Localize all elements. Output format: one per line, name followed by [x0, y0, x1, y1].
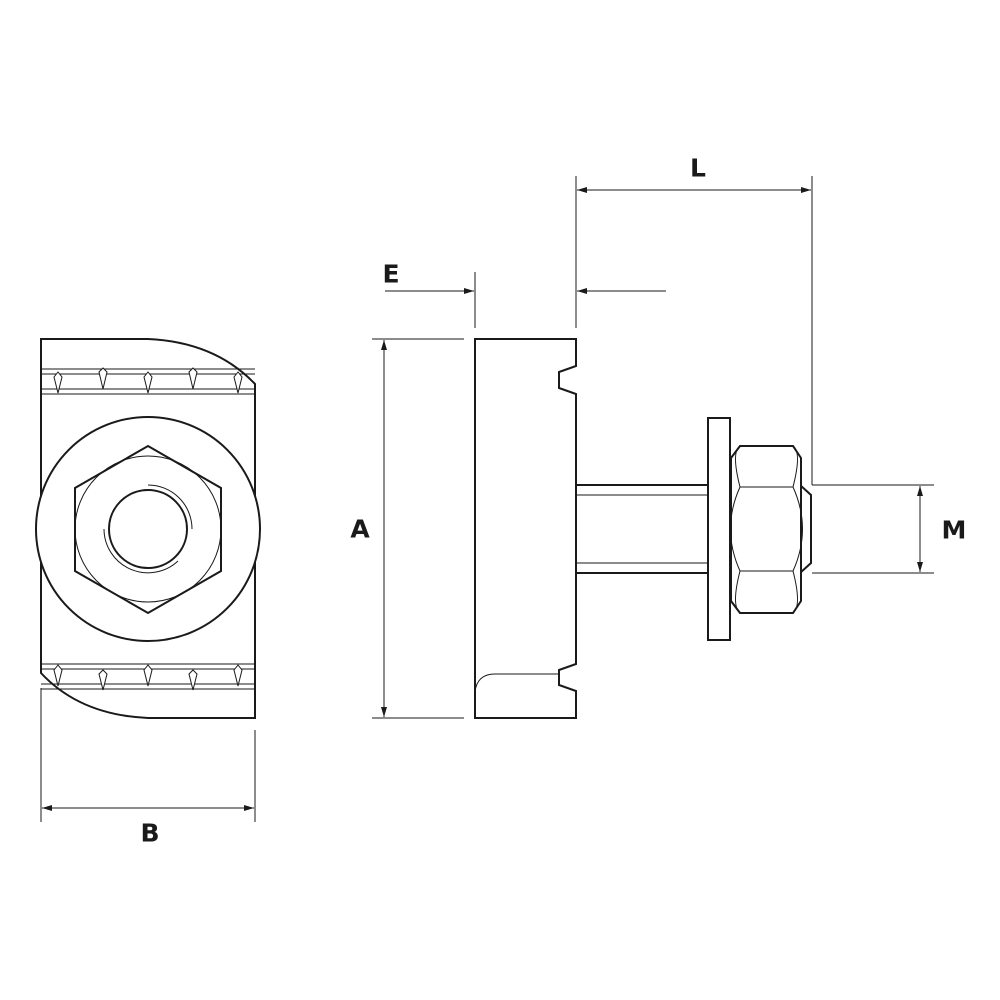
- dimension-M: M: [812, 484, 967, 574]
- hex-nut-profile: [730, 445, 802, 614]
- serration-tooth: [98, 669, 108, 691]
- dimension-label-B: B: [140, 819, 159, 848]
- side-body-edge: [474, 673, 559, 693]
- serration-tooth: [98, 367, 108, 390]
- serration-tooth: [188, 367, 198, 390]
- front-view: [35, 338, 261, 719]
- thread-arc: [103, 528, 179, 574]
- serration-tooth: [233, 371, 243, 394]
- bolt-end-circle: [108, 489, 188, 569]
- nut-chamfer-circle: [74, 455, 222, 603]
- serration-tooth: [233, 664, 243, 687]
- dimension-E: E: [382, 176, 666, 328]
- side-body-outline: [474, 338, 577, 719]
- serration-tooth: [143, 371, 153, 394]
- dimension-A: A: [350, 338, 464, 719]
- side-view: [474, 338, 812, 719]
- nut-chamfer-curve: [730, 486, 741, 572]
- nut-chamfer-curve: [792, 486, 803, 572]
- dimension-B: B: [40, 688, 256, 848]
- serration-tooth: [143, 664, 153, 687]
- dimension-label-M: M: [942, 516, 967, 545]
- bolt-shank: [575, 484, 709, 574]
- bottom-serration-band: [41, 663, 255, 691]
- serration-tooth: [188, 669, 198, 691]
- nut-chamfer-curve: [792, 570, 798, 614]
- nut-chamfer-curve: [735, 570, 741, 614]
- serration-tooth: [53, 371, 63, 394]
- dimension-L: L: [577, 154, 813, 485]
- dimension-label-L: L: [690, 154, 706, 183]
- dimension-label-E: E: [382, 260, 399, 289]
- nut-chamfer-curve: [735, 445, 741, 488]
- washer-profile: [707, 417, 731, 641]
- thread-arc: [147, 484, 193, 530]
- serration-tooth: [53, 664, 63, 687]
- hex-nut-outline: [74, 444, 222, 615]
- top-serration-band: [41, 367, 255, 395]
- dimension-label-A: A: [350, 515, 370, 544]
- nut-chamfer-curve: [792, 445, 798, 488]
